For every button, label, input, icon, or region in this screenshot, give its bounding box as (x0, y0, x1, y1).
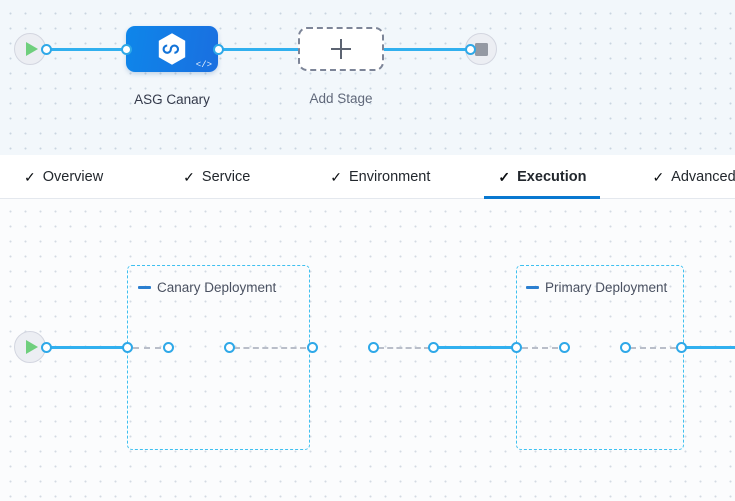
collapse-icon[interactable] (526, 286, 539, 289)
stage-link-canary-to-add (218, 47, 300, 51)
tab-service-label: Service (201, 168, 251, 185)
step-group-canary-deployment[interactable] (127, 265, 310, 450)
step-group-primary-deployment[interactable] (516, 265, 684, 450)
primary-dash-2 (630, 346, 676, 349)
stage-code-badge: </> (195, 60, 212, 70)
add-stage-button[interactable] (298, 27, 384, 71)
check-icon: ✓ (652, 168, 665, 185)
asg-canary-delete-out-port[interactable] (368, 341, 379, 353)
play-icon (25, 42, 38, 56)
pipeline-tab-bar[interactable]: ✓ Overview ✓ Service ✓ Environment ✓ Exe… (0, 155, 735, 199)
execution-canvas[interactable]: Canary Deployment </> ASG Canary (0, 199, 735, 501)
plus-icon (331, 39, 351, 59)
stage-canary-out-port[interactable] (213, 43, 224, 55)
play-icon (25, 340, 38, 354)
asg-rolling-deploy-in-port[interactable] (559, 341, 570, 353)
canary-group-out-port[interactable] (428, 341, 439, 353)
tab-execution-label: Execution (517, 168, 587, 185)
primary-group-in-port[interactable] (511, 341, 522, 353)
check-icon: ✓ (330, 168, 342, 185)
asg-rolling-deploy-out-port[interactable] (620, 341, 631, 353)
canary-dash-3 (378, 346, 430, 349)
stage-canary-in-port[interactable] (121, 43, 132, 55)
stage-end-port[interactable] (465, 43, 476, 55)
collapse-icon[interactable] (138, 286, 151, 289)
asg-canary-deploy-out-port[interactable] (224, 341, 235, 353)
stage-canvas[interactable]: </> ASG Canary Add Stage (0, 0, 735, 155)
tab-active-underline (484, 196, 601, 199)
step-group-primary-label: Primary Deployment (545, 280, 668, 295)
execution-link-between-groups (438, 345, 514, 349)
tab-service[interactable]: ✓ Service (169, 155, 264, 198)
execution-link-start (46, 345, 128, 349)
harness-hexagon-icon (158, 33, 186, 65)
tab-environment-label: Environment (349, 168, 431, 185)
check-icon: ✓ (498, 168, 511, 185)
stage-node-label: ASG Canary (134, 92, 210, 107)
check-icon: ✓ (183, 168, 195, 185)
stage-start-port[interactable] (41, 43, 52, 55)
tab-execution[interactable]: ✓ Execution (484, 155, 601, 199)
stage-link-add-to-end (384, 47, 470, 51)
tab-advanced[interactable]: ✓ Advanced (638, 155, 735, 198)
asg-canary-deploy-in-port[interactable] (163, 341, 174, 353)
execution-link-tail (686, 345, 735, 349)
tab-overview-label: Overview (42, 168, 104, 185)
canary-dash-1 (133, 346, 161, 349)
stage-start-node[interactable] (14, 33, 46, 65)
canary-dash-2 (234, 346, 306, 349)
stop-icon (474, 42, 488, 56)
execution-start-port[interactable] (41, 341, 52, 353)
tab-advanced-label: Advanced (671, 168, 735, 185)
check-icon: ✓ (24, 168, 36, 185)
tab-environment[interactable]: ✓ Environment (316, 155, 444, 198)
step-group-canary-label: Canary Deployment (157, 280, 277, 295)
step-group-canary-title[interactable]: Canary Deployment (138, 280, 276, 295)
execution-start-node[interactable] (14, 331, 46, 363)
canary-group-in-port[interactable] (122, 341, 133, 353)
tab-overview[interactable]: ✓ Overview (10, 155, 117, 198)
primary-group-out-port[interactable] (676, 341, 687, 353)
step-group-primary-title[interactable]: Primary Deployment (526, 280, 667, 295)
add-stage-label: Add Stage (309, 91, 373, 106)
asg-canary-delete-in-port[interactable] (307, 341, 318, 353)
primary-dash-1 (522, 346, 558, 349)
stage-link-start-to-canary (46, 47, 128, 51)
stage-node-asg-canary[interactable]: </> (126, 26, 218, 72)
